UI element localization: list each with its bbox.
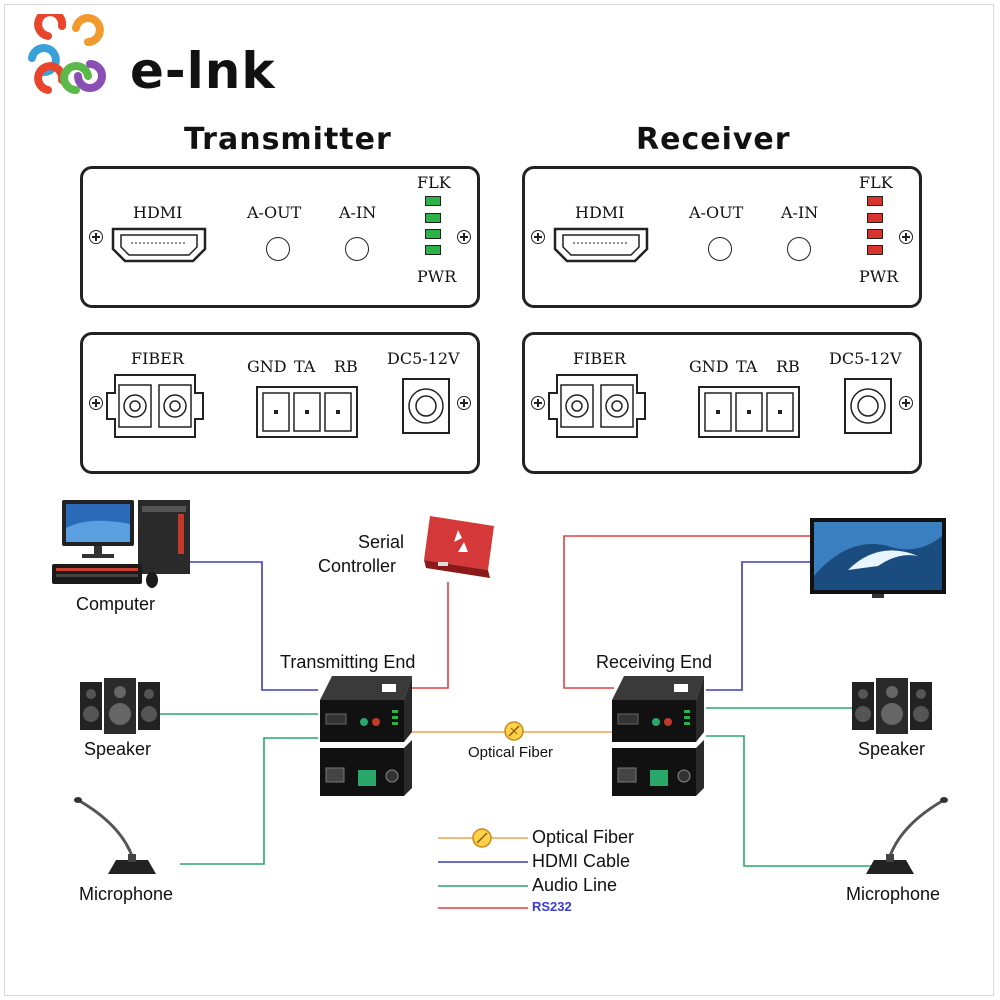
rs232-line xyxy=(410,582,449,689)
led-indicator xyxy=(425,213,441,223)
transmitter-front-panel: HDMI A-OUT A-IN FLK PWR xyxy=(80,166,480,308)
led-indicator xyxy=(425,196,441,206)
legend-rs232-label: RS232 xyxy=(532,899,572,914)
legend-fiber-label: Optical Fiber xyxy=(532,827,635,847)
fiber-label: FIBER xyxy=(573,349,626,368)
a-in-label: A-IN xyxy=(339,203,377,222)
fiber-port-icon xyxy=(106,374,204,438)
transmitter-rear-panel: FIBER GND TA RB DC5-12V xyxy=(80,332,480,474)
a-in-jack-icon xyxy=(345,237,369,261)
microphone-left-label: Microphone xyxy=(79,884,174,904)
screw-icon xyxy=(89,230,103,244)
flk-label: FLK xyxy=(417,173,451,192)
microphone-right-label: Microphone xyxy=(846,884,941,904)
receiver-rear-panel: FIBER GND TA RB DC5-12V xyxy=(522,332,922,474)
optical-fiber-label: Optical Fiber xyxy=(468,744,554,761)
page-frame xyxy=(4,4,994,996)
screw-icon xyxy=(899,396,913,410)
hdmi-port-icon xyxy=(111,227,207,263)
brand-logo: e-lnk xyxy=(18,14,288,104)
ta-label: TA xyxy=(736,357,758,376)
screw-icon xyxy=(899,230,913,244)
dc-label: DC5-12V xyxy=(387,349,460,368)
rb-label: RB xyxy=(776,357,800,376)
speaker-left-label: Speaker xyxy=(84,739,152,759)
a-out-jack-icon xyxy=(266,237,290,261)
legend-fiber-connector-icon xyxy=(472,828,492,848)
speaker-icon xyxy=(852,678,932,734)
hdmi-label: HDMI xyxy=(133,203,183,222)
receiver-device-icon xyxy=(612,676,704,796)
screw-icon xyxy=(531,230,545,244)
hdmi-port-icon xyxy=(553,227,649,263)
pwr-label: PWR xyxy=(417,267,457,286)
television-icon xyxy=(810,518,946,598)
terminal-block-icon xyxy=(256,386,358,438)
serial-controller-label-line2: Controller xyxy=(318,556,397,576)
gnd-label: GND xyxy=(689,357,729,376)
speaker-icon xyxy=(80,678,160,734)
legend-hdmi-label: HDMI Cable xyxy=(532,851,631,871)
led-indicator xyxy=(867,196,883,206)
computer-label: Computer xyxy=(76,594,156,614)
led-indicator xyxy=(425,229,441,239)
a-in-label: A-IN xyxy=(781,203,819,222)
a-out-label: A-OUT xyxy=(689,203,744,222)
flk-label: FLK xyxy=(859,173,893,192)
audio-line xyxy=(706,735,874,867)
a-in-jack-icon xyxy=(787,237,811,261)
led-indicator xyxy=(867,245,883,255)
computer-icon xyxy=(52,500,190,588)
transmitting-end-label: Transmitting End xyxy=(280,652,416,672)
screw-icon xyxy=(89,396,103,410)
screw-icon xyxy=(531,396,545,410)
hdmi-cable-line xyxy=(706,561,812,691)
pwr-label: PWR xyxy=(859,267,899,286)
gnd-label: GND xyxy=(247,357,287,376)
rs232-line xyxy=(563,535,812,689)
led-indicator xyxy=(867,229,883,239)
microphone-icon xyxy=(866,797,948,874)
fiber-port-icon xyxy=(548,374,646,438)
microphone-icon xyxy=(74,797,156,874)
dc-power-jack-icon xyxy=(844,378,892,434)
optical-fiber-connector-icon xyxy=(504,721,524,741)
a-out-label: A-OUT xyxy=(247,203,302,222)
screw-icon xyxy=(457,396,471,410)
brand-logo-icon xyxy=(28,14,106,94)
led-indicator xyxy=(425,245,441,255)
hdmi-label: HDMI xyxy=(575,203,625,222)
ta-label: TA xyxy=(294,357,316,376)
dc-label: DC5-12V xyxy=(829,349,902,368)
receiving-end-label: Receiving End xyxy=(596,652,713,672)
rb-label: RB xyxy=(334,357,358,376)
hdmi-cable-line xyxy=(190,561,318,691)
screw-icon xyxy=(457,230,471,244)
audio-line xyxy=(180,737,318,865)
terminal-block-icon xyxy=(698,386,800,438)
legend-audio-label: Audio Line xyxy=(532,875,618,895)
led-indicator xyxy=(867,213,883,223)
dc-power-jack-icon xyxy=(402,378,450,434)
brand-name: e-lnk xyxy=(130,42,276,100)
serial-controller-label-line1: Serial xyxy=(358,532,405,552)
fiber-label: FIBER xyxy=(131,349,184,368)
receiver-title: Receiver xyxy=(636,122,791,157)
a-out-jack-icon xyxy=(708,237,732,261)
serial-controller-icon xyxy=(424,516,494,578)
transmitter-title: Transmitter xyxy=(184,122,392,157)
transmitter-device-icon xyxy=(320,676,412,796)
speaker-right-label: Speaker xyxy=(858,739,926,759)
receiver-front-panel: HDMI A-OUT A-IN FLK PWR xyxy=(522,166,922,308)
